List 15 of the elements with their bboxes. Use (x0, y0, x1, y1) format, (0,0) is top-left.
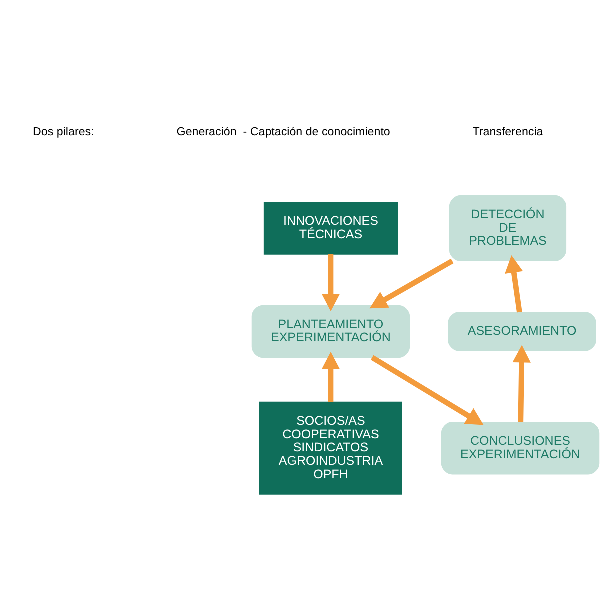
node-box: DETECCIÓN DE PROBLEMAS (449, 195, 567, 262)
arrow (322, 254, 340, 312)
arrow (370, 258, 454, 309)
node-box: INNOVACIONES TÉCNICAS (264, 202, 398, 255)
arrow (512, 345, 531, 422)
node-box: PLANTEAMIENTO EXPERIMENTACIÓN (252, 305, 410, 358)
node-box: CONCLUSIONES EXPERIMENTACIÓN (441, 422, 600, 475)
label: Transferencia (472, 125, 544, 138)
arrow (505, 255, 524, 313)
arrow (322, 352, 340, 402)
label: Dos pilares: (33, 125, 94, 138)
node-box: SOCIOS/AS COOPERATIVAS SINDICATOS AGROINDUSTRIA OPFH (259, 402, 402, 495)
arrow (370, 355, 484, 426)
node-box: ASESORAMIENTO (448, 312, 596, 352)
label: Generación - Captación de conocimiento (176, 125, 390, 138)
